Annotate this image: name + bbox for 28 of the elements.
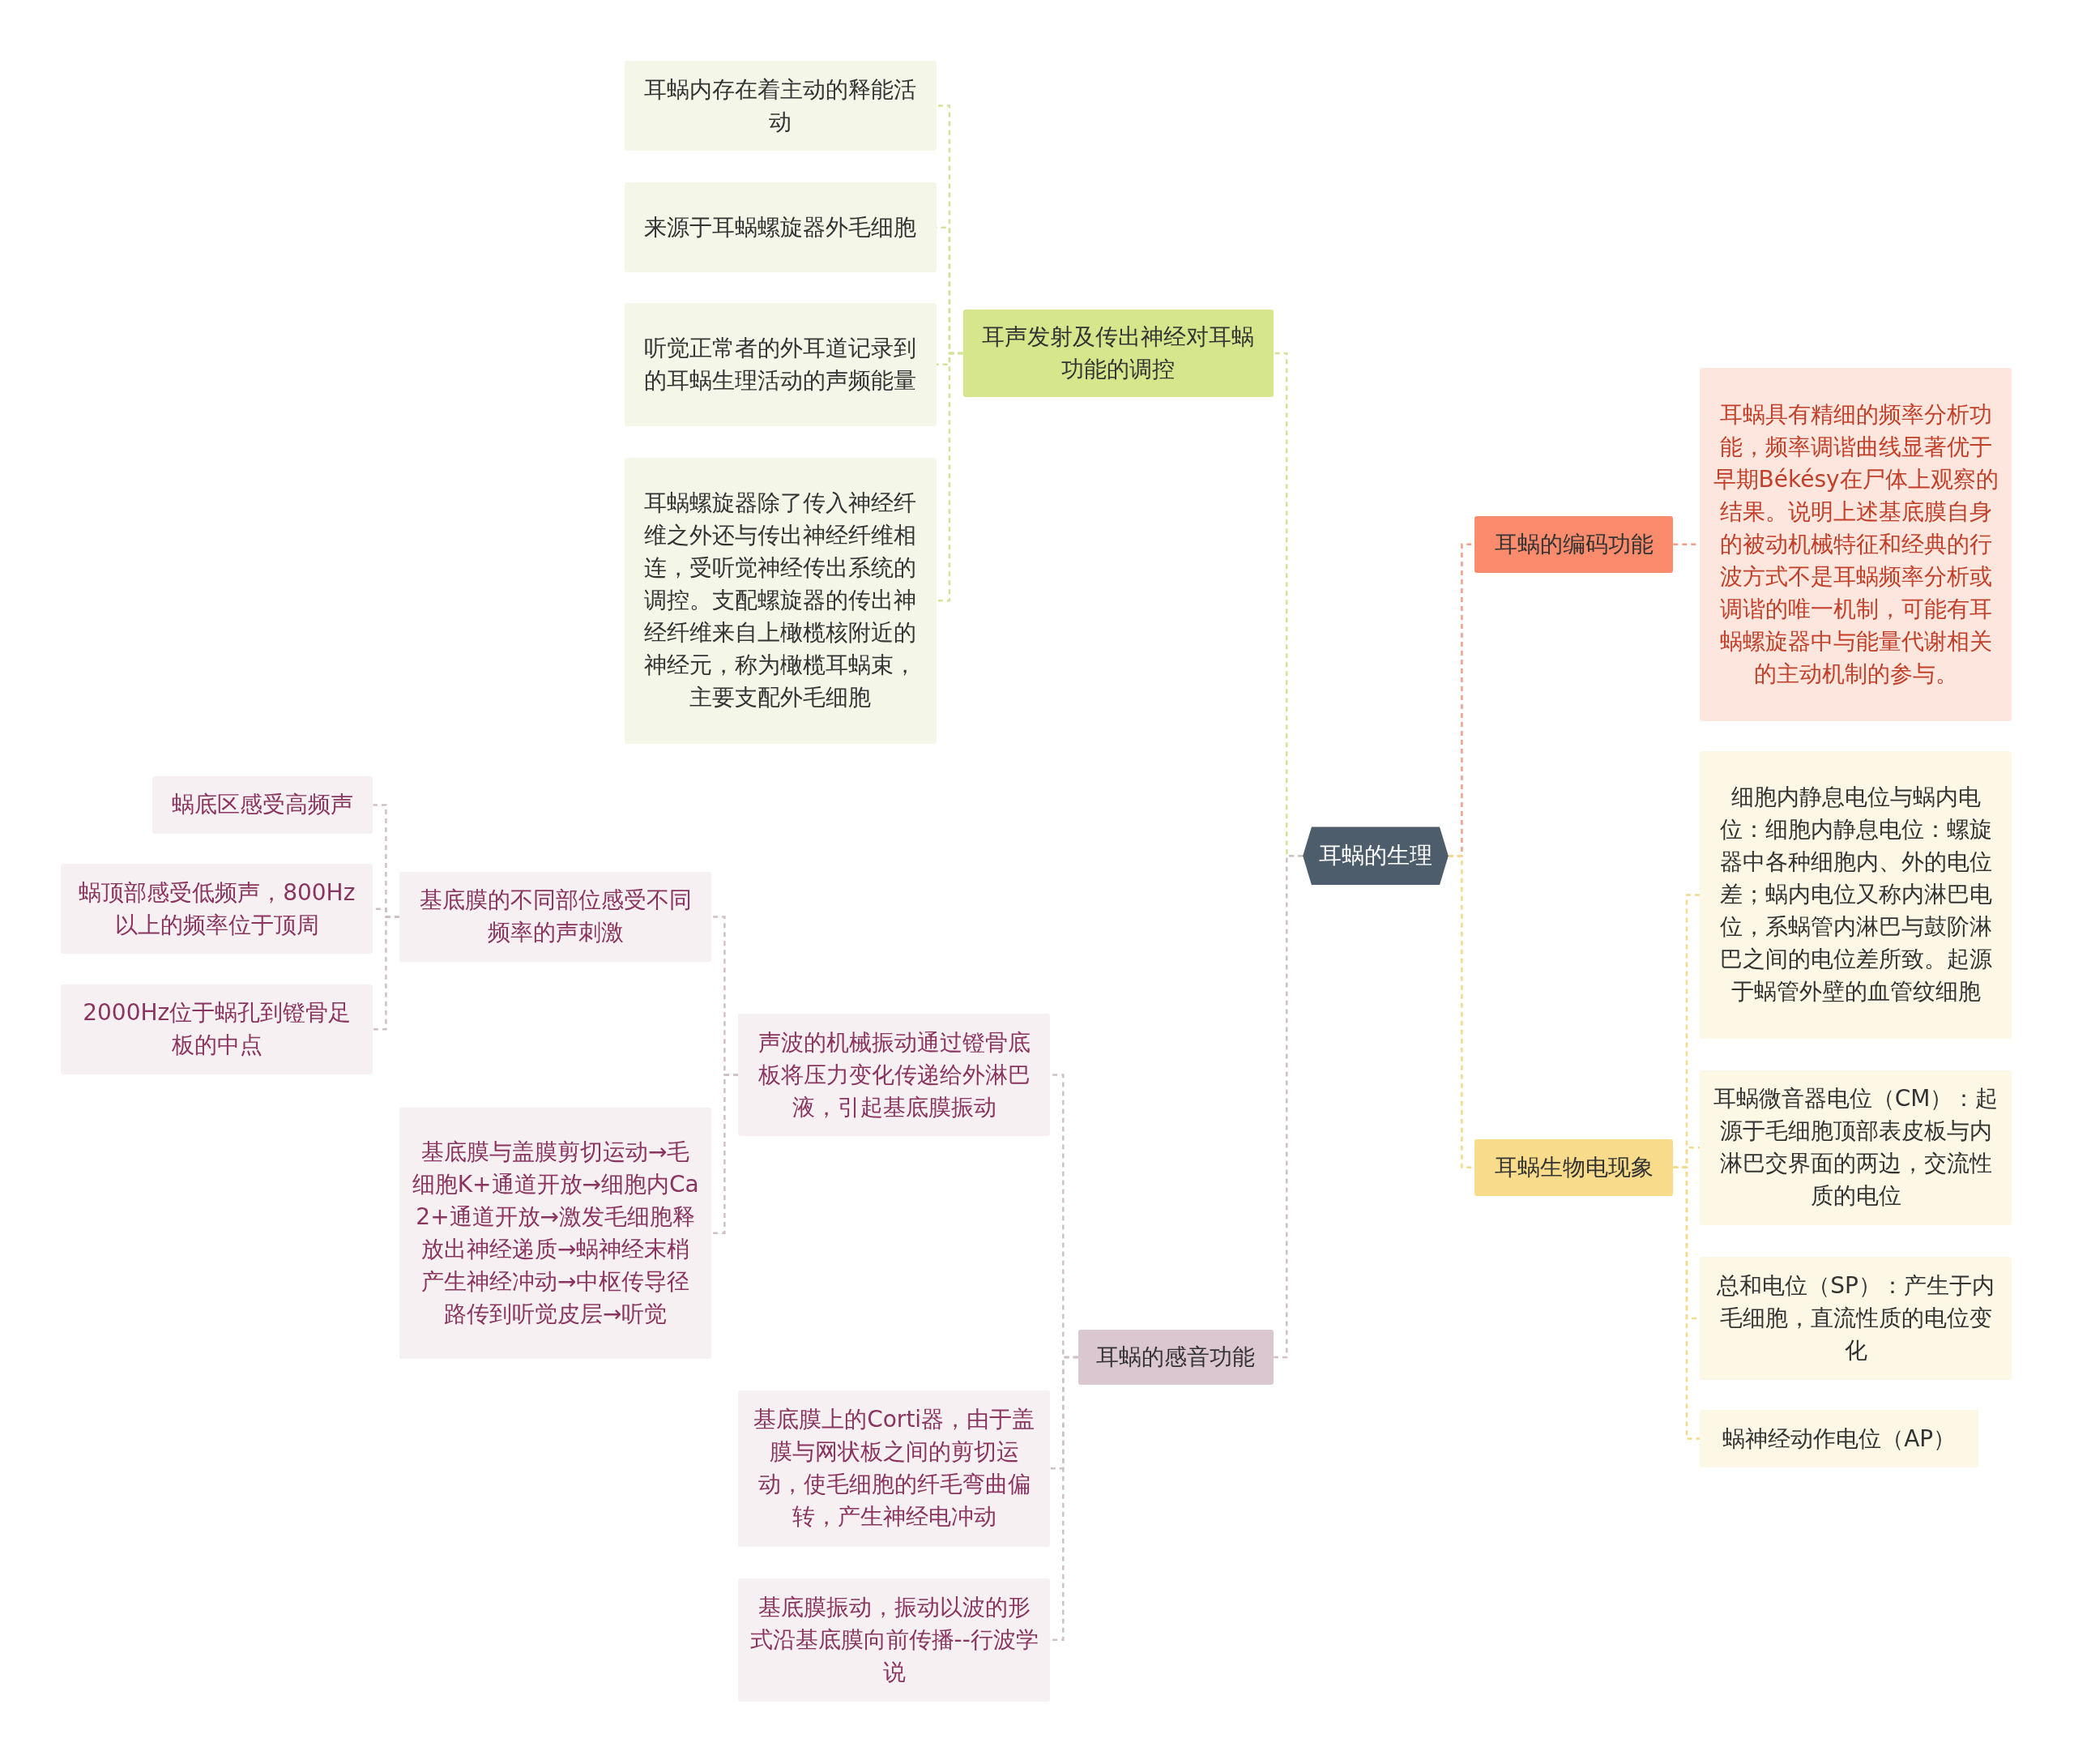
topic-box: 蜗底区感受高频声 [151, 776, 373, 834]
topic-box: 蜗顶部感受低频声，800Hz以上的频率位于顶周 [61, 864, 373, 955]
topic-box: 听觉正常者的外耳道记录到的耳蜗生理活动的声频能量 [624, 302, 937, 426]
topic-box: 来源于耳蜗螺旋器外毛细胞 [624, 182, 937, 273]
topic-box: 蜗神经动作电位（AP） [1699, 1410, 1979, 1467]
central-topic: 耳蜗的生理 [1303, 826, 1449, 886]
connector-line [1673, 1166, 1700, 1440]
topic-box: 基底膜与盖膜剪切运动→毛细胞K+通道开放→细胞内Ca2+通道开放→激发毛细胞释放出神经递质→蜗神经末梢产生神经冲动→中枢传导径路传到听觉皮层→听觉 [399, 1107, 712, 1359]
topic-box: 耳蜗螺旋器除了传入神经纤维之外还与传出神经纤维相连，受听觉神经传出系统的调控。支配螺旋器的传出神经纤维来自上橄榄核附近的神经元，称为橄榄耳蜗束，主要支配外毛细胞 [624, 457, 937, 744]
topic-box: 耳蜗内存在着主动的释能活动 [624, 61, 937, 152]
connector-line [1050, 1356, 1078, 1641]
topic-box: 基底膜的不同部位感受不同频率的声刺激 [399, 871, 712, 962]
topic-box: 细胞内静息电位与蜗内电位：细胞内静息电位：螺旋器中各种细胞内、外的电位差；蜗内电位又称内淋巴电位，系蜗管内淋巴与鼓阶淋巴之间的电位差所致。起源于蜗管外壁的血管纹细胞 [1699, 751, 2012, 1039]
topic-box: 基底膜振动，振动以波的形式沿基底膜向前传播--行波学说 [738, 1578, 1051, 1702]
topic-box: 基底膜上的Corti器，由于盖膜与网状板之间的剪切运动，使毛细胞的纤毛弯曲偏转，产生神经电冲动 [738, 1390, 1051, 1547]
topic-box: 声波的机械振动通过镫骨底板将压力变化传递给外淋巴液，引起基底膜振动 [738, 1013, 1051, 1137]
connector-line [936, 352, 963, 602]
topic-box: 2000Hz位于蜗孔到镫骨足板的中点 [61, 984, 373, 1074]
branch-box: 耳声发射及传出神经对耳蜗功能的调控 [962, 310, 1274, 397]
branch-box: 耳蜗的编码功能 [1474, 515, 1674, 573]
topic-box: 总和电位（SP）：产生于内毛细胞，直流性质的电位变化 [1699, 1257, 2012, 1380]
topic-box: 耳蜗具有精细的频率分析功能，频率调谐曲线显著优于早期Békésy在尸体上观察的结果。说明上述基底膜自身的被动机械特征和经典的行波方式不是耳蜗频率分析或调谐的唯一机制，可能有耳蜗螺旋器中与能量代谢相关的主动机制的参与。 [1699, 367, 2012, 721]
topic-box: 耳蜗微音器电位（CM）：起源于毛细胞顶部表皮板与内淋巴交界面的两边，交流性质的电位 [1699, 1070, 2012, 1225]
branch-box: 耳蜗生物电现象 [1474, 1138, 1674, 1196]
connector-line [711, 1074, 738, 1234]
connector-line [1274, 855, 1304, 1359]
connector-line [373, 916, 400, 1031]
branch-box: 耳蜗的感音功能 [1078, 1329, 1274, 1386]
